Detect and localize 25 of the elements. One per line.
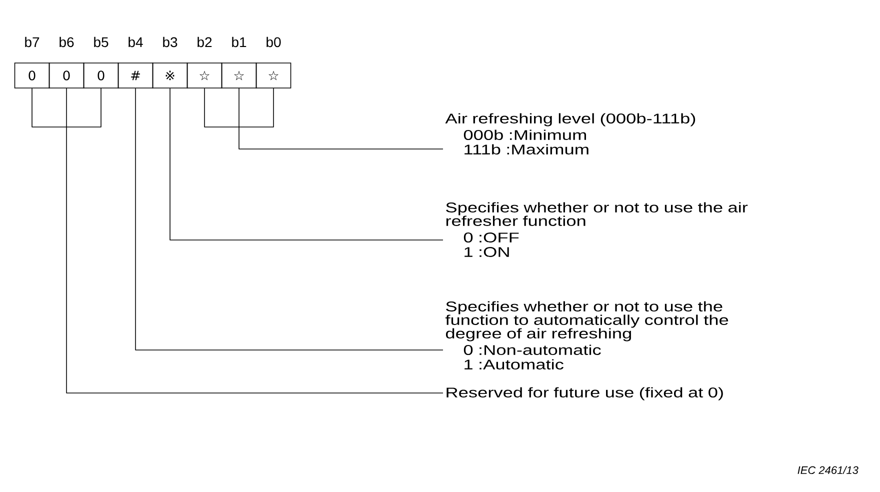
bit-label: b6 — [60, 36, 74, 48]
leader-line — [32, 88, 444, 394]
leader-line — [204, 88, 444, 150]
bit-label: b7 — [25, 36, 40, 48]
leader-line — [135, 88, 444, 350]
bit-label: b3 — [163, 36, 178, 48]
bit-cell: 0 — [48, 62, 84, 88]
bit-cell: 0 — [83, 62, 119, 88]
figure-number: IEC 2461/13 — [798, 466, 858, 474]
bit-label: b4 — [128, 36, 143, 48]
bit-cell: 0 — [14, 62, 50, 88]
bit-label: b5 — [94, 36, 108, 48]
leader-line — [170, 88, 444, 240]
bit-label: b1 — [232, 36, 246, 48]
bit-cell: ☆ — [256, 62, 292, 88]
description-text: Air refreshing level (000b-111b) 000b :Minimum 111b :Maximum — [445, 113, 696, 154]
bit-label: b2 — [198, 36, 212, 48]
description-text: Specifies whether or not to use the function to automatically control the degree of air refreshing 0 :Non-automatic 1 :Automatic — [445, 301, 728, 370]
description-text: Reserved for future use (fixed at 0) — [446, 387, 723, 400]
bit-label: b0 — [266, 36, 281, 48]
bit-cell: ☆ — [186, 62, 222, 88]
description-text: Specifies whether or not to use the air refresher function 0 :OFF 1 :ON — [446, 202, 748, 257]
bit-cell: # — [118, 62, 154, 88]
bit-cell: ※ — [152, 62, 188, 88]
bit-cell: ☆ — [221, 62, 257, 88]
